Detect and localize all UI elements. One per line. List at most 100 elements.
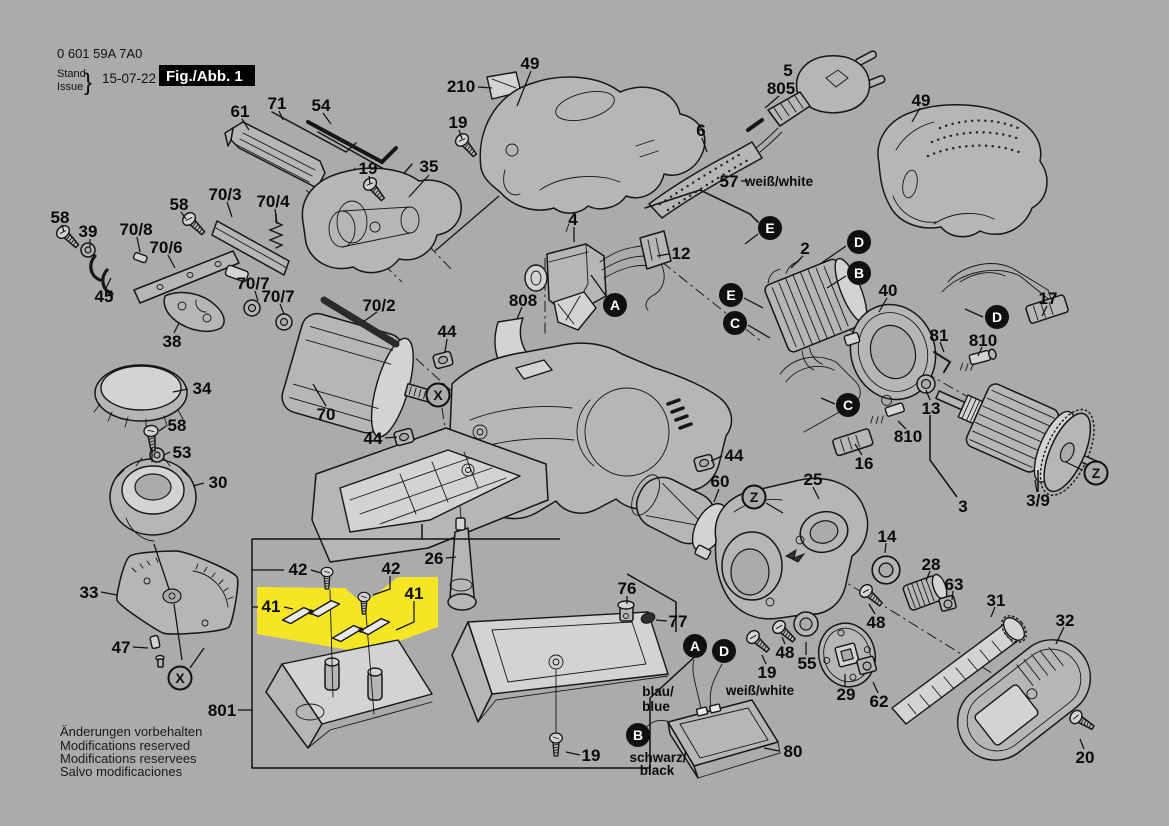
- part-number-label[interactable]: 54: [312, 96, 331, 115]
- index-marker-x: X: [425, 382, 451, 408]
- part-number-label[interactable]: 17: [1039, 289, 1058, 308]
- part-number-label[interactable]: 70/7: [261, 287, 294, 306]
- part-number-label[interactable]: 70/3: [208, 185, 241, 204]
- part-number-label[interactable]: 32: [1056, 611, 1075, 630]
- part-number-label[interactable]: 70/4: [256, 192, 290, 211]
- part-number-label[interactable]: 58: [170, 195, 189, 214]
- part-16-brush-holder: [779, 356, 905, 457]
- part-45-clips: [89, 254, 114, 296]
- part-58-screw: [179, 209, 209, 239]
- part-number-label[interactable]: 44: [364, 429, 383, 448]
- part-number-label[interactable]: 30: [209, 473, 228, 492]
- part-number-label[interactable]: 16: [855, 454, 874, 473]
- part-number-label[interactable]: 48: [776, 643, 795, 662]
- part-number-label[interactable]: 33: [80, 583, 99, 602]
- part-number-label[interactable]: 41: [262, 597, 281, 616]
- part-number-label[interactable]: 5: [783, 61, 792, 80]
- part-number-label[interactable]: 70/6: [149, 238, 182, 257]
- part-number-label[interactable]: 6: [696, 121, 705, 140]
- part-number-label[interactable]: 70/7: [236, 274, 269, 293]
- part-number-label[interactable]: 40: [879, 281, 898, 300]
- part-number-label[interactable]: 20: [1076, 748, 1095, 767]
- part-number-label[interactable]: 29: [837, 685, 856, 704]
- part-number-label[interactable]: 14: [878, 527, 897, 546]
- index-marker-d: D: [712, 639, 736, 663]
- part-number-label[interactable]: 70: [317, 405, 336, 424]
- part-number-label[interactable]: 31: [987, 591, 1006, 610]
- issue-date: 15-07-22: [102, 71, 156, 86]
- part-number-label[interactable]: 34: [193, 379, 212, 398]
- part-number-label[interactable]: 801: [208, 701, 236, 720]
- part-number-label[interactable]: 28: [922, 555, 941, 574]
- svg-text:Z: Z: [1092, 465, 1101, 481]
- part-number-label[interactable]: 80: [784, 742, 803, 761]
- part-number-label[interactable]: 26: [425, 549, 444, 568]
- part-number-label[interactable]: 42: [289, 560, 308, 579]
- svg-text:B: B: [633, 727, 643, 743]
- part-number-label[interactable]: 19: [359, 159, 378, 178]
- part-number-label[interactable]: 810: [894, 427, 922, 446]
- part-number-label[interactable]: 53: [173, 443, 192, 462]
- part-number-label[interactable]: 58: [51, 208, 70, 227]
- part-28-threaded-sleeve: [902, 573, 948, 611]
- part-number-label[interactable]: 19: [582, 746, 601, 765]
- part-number-label[interactable]: 77: [669, 612, 688, 631]
- part-number-label[interactable]: 47: [112, 638, 131, 657]
- group-801-bracket: [251, 524, 701, 769]
- part-number-label[interactable]: 57: [720, 172, 739, 191]
- part-number-label[interactable]: 3: [958, 497, 967, 516]
- part-number-label[interactable]: 25: [804, 470, 823, 489]
- part-number-label[interactable]: 45: [95, 287, 114, 306]
- part-70-motor-housing: [281, 312, 438, 438]
- part-number-label[interactable]: 2: [800, 239, 809, 258]
- part-number-label[interactable]: 35: [420, 157, 439, 176]
- index-marker-z: Z: [741, 484, 767, 510]
- part-number-label[interactable]: 61: [231, 102, 250, 121]
- part-number-label[interactable]: 49: [912, 91, 931, 110]
- part-49-belt-guard: [479, 76, 706, 214]
- part-number-label[interactable]: 70/8: [119, 220, 152, 239]
- part-70-8-pin: [132, 251, 148, 264]
- part-number-label[interactable]: 71: [268, 94, 287, 113]
- part-70-6-bar: [133, 250, 249, 304]
- part-48-screw: [856, 581, 887, 611]
- part-number-label[interactable]: 4: [568, 210, 578, 229]
- part-number-label[interactable]: 810: [969, 331, 997, 350]
- part-number-label[interactable]: 70/2: [362, 296, 395, 315]
- part-main-housing: [311, 342, 733, 563]
- part-number-label[interactable]: 63: [945, 575, 964, 594]
- part-35-bearing-cover: [301, 167, 462, 274]
- part-number-label[interactable]: 49: [521, 54, 540, 73]
- wire-color-note: blue: [642, 699, 670, 714]
- part-5-plug: [746, 50, 886, 132]
- svg-text:X: X: [175, 670, 185, 686]
- part-number-label[interactable]: 55: [798, 654, 817, 673]
- part-33-base-plate: [116, 550, 239, 635]
- part-number-label[interactable]: 60: [711, 472, 730, 491]
- part-number-label[interactable]: 44: [725, 446, 744, 465]
- part-number-label[interactable]: 39: [79, 222, 98, 241]
- part-number-label[interactable]: 3/9: [1026, 491, 1050, 510]
- part-number-label[interactable]: 19: [758, 663, 777, 682]
- part-number-label[interactable]: 58: [168, 416, 187, 435]
- part-number-label[interactable]: 48: [867, 613, 886, 632]
- part-number-label[interactable]: 41: [405, 584, 424, 603]
- part-number-label[interactable]: 19: [449, 113, 468, 132]
- part-number-label[interactable]: 44: [438, 322, 457, 341]
- part-810-connector-upper: [959, 348, 997, 372]
- part-4-switch: [524, 243, 607, 331]
- part-number-label[interactable]: 808: [509, 291, 537, 310]
- part-number-label[interactable]: 76: [618, 579, 637, 598]
- part-number-label[interactable]: 13: [922, 399, 941, 418]
- part-number-label[interactable]: 81: [930, 326, 949, 345]
- part-number-label[interactable]: 42: [382, 559, 401, 578]
- wire-color-note: black: [640, 763, 675, 778]
- part-number-label[interactable]: 210: [447, 77, 475, 96]
- part-number-label[interactable]: 38: [163, 332, 182, 351]
- part-number-label[interactable]: 805: [767, 79, 795, 98]
- part-number-label[interactable]: 12: [672, 244, 691, 263]
- part-26-column: [447, 505, 477, 611]
- index-marker-d: D: [985, 305, 1009, 329]
- part-number-label[interactable]: 62: [870, 692, 889, 711]
